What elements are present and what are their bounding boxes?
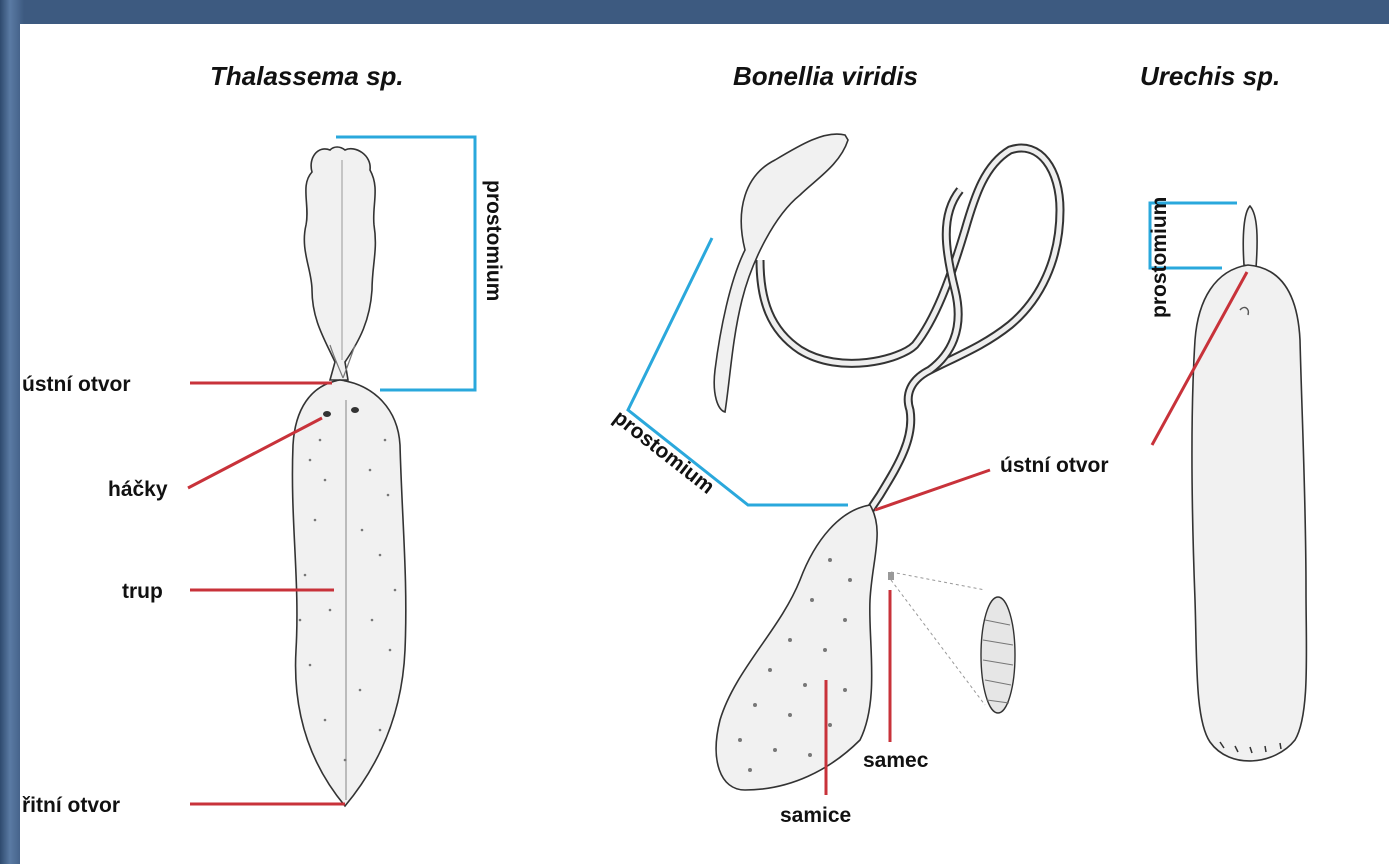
bonellia-male-label: samec (863, 749, 929, 772)
thalassema-prostomium-label: prostomium (482, 180, 505, 301)
title-urechis: Urechis sp. (1140, 61, 1280, 91)
bonellia-female-label: samice (780, 804, 851, 827)
thalassema-mouth-label: ústní otvor (22, 373, 131, 396)
diagram-background (20, 24, 1389, 864)
thalassema-trunk-label: trup (122, 580, 163, 603)
title-bonellia: Bonellia viridis (733, 61, 918, 91)
thalassema-hooks-label: háčky (108, 478, 168, 501)
thalassema-anus-label: řitní otvor (22, 794, 120, 817)
urechis-prostomium-label: prostomium (1148, 197, 1171, 318)
bonellia-mouth-label: ústní otvor (1000, 454, 1109, 477)
title-thalassema: Thalassema sp. (210, 61, 404, 91)
